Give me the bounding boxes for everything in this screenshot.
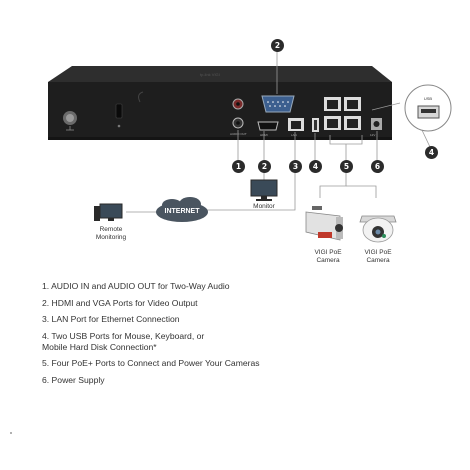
remote-pc-icon xyxy=(94,203,123,221)
usb-inset-magnifier xyxy=(404,84,452,132)
usb-port xyxy=(312,118,319,132)
feature-item: 3. LAN Port for Ethernet Connection xyxy=(42,314,180,324)
feature-item: 5. Four PoE+ Ports to Connect and Power … xyxy=(42,358,260,368)
callout-1: 1 xyxy=(232,160,245,173)
callout-3: 3 xyxy=(289,160,302,173)
callout-2: 2 xyxy=(271,39,284,52)
feature-list: 1. AUDIO IN and AUDIO OUT for Two-Way Au… xyxy=(42,281,442,391)
lan-port: LAN xyxy=(288,118,304,137)
device-top-surface xyxy=(48,66,392,82)
security-slot xyxy=(115,103,123,119)
remote-monitoring-label: Remote Monitoring xyxy=(95,226,127,241)
monitor-label: Monitor xyxy=(253,203,275,210)
camera1-label: VIGI PoE Camera xyxy=(314,249,342,264)
audio-jacks: AUDIO OUT xyxy=(230,98,247,136)
feature-item: 1. AUDIO IN and AUDIO OUT for Two-Way Au… xyxy=(42,281,230,291)
vga-port xyxy=(261,95,295,113)
camera2-label: VIGI PoE Camera xyxy=(364,249,392,264)
feature-item: 2. HDMI and VGA Ports for Video Output xyxy=(42,297,198,308)
callout-4-inset: 4 xyxy=(425,146,438,159)
ground-screw-icon xyxy=(63,111,77,131)
svg-text:AUDIO OUT: AUDIO OUT xyxy=(230,132,247,136)
poe-ports xyxy=(324,97,361,130)
internet-cloud-icon xyxy=(156,197,208,222)
callout-4: 4 xyxy=(309,160,322,173)
monitor-icon xyxy=(250,179,278,201)
usb-inset-label: USB xyxy=(423,96,433,101)
callout-2-bottom: 2 xyxy=(258,160,271,173)
svg-text:12V: 12V xyxy=(370,133,375,137)
svg-text:LAN: LAN xyxy=(291,133,297,137)
bullet-camera-icon xyxy=(305,206,343,241)
power-jack: 12V xyxy=(370,118,382,137)
internet-label: INTERNET xyxy=(164,208,200,215)
feature-item: 6. Power Supply xyxy=(42,374,105,385)
turret-camera-icon xyxy=(359,215,397,243)
callout-6: 6 xyxy=(371,160,384,173)
callout-lines xyxy=(126,51,431,213)
nvr-device-illustration: tp-link VIGI AUDIO OUT HDMI xyxy=(48,51,452,243)
device-logo: tp-link VIGI xyxy=(200,72,220,77)
callout-5: 5 xyxy=(340,160,353,173)
feature-item: 4. Two USB Ports for Mouse, Keyboard, or… xyxy=(42,330,205,352)
stray-dot xyxy=(10,432,12,434)
